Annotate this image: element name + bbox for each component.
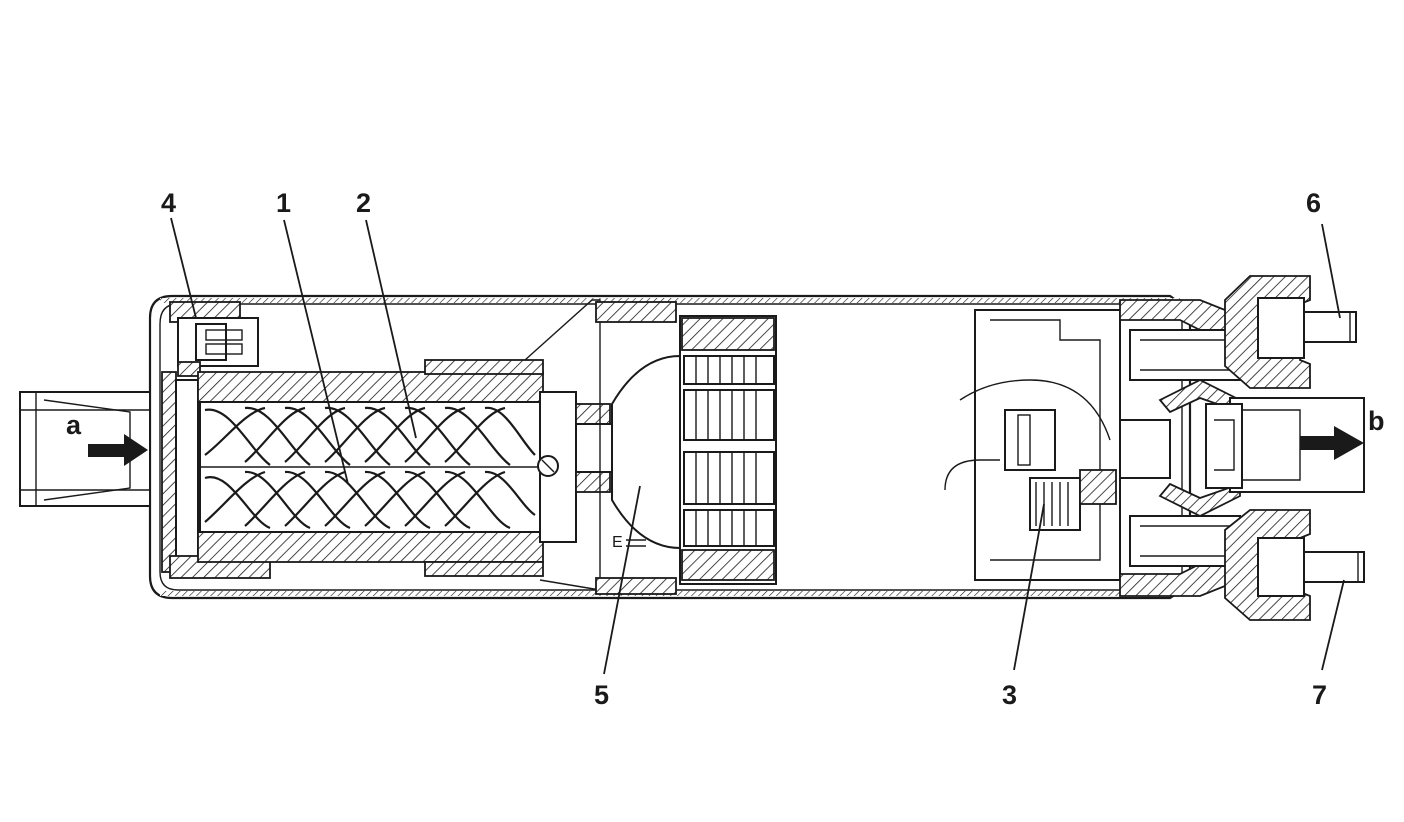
terminal-connector-top: [1224, 275, 1357, 389]
leader-1: [283, 219, 349, 485]
leader-3: [1013, 503, 1045, 671]
drive-spindle: [204, 470, 536, 530]
leader-lines: [170, 217, 1345, 675]
inlet-flow-label: a: [66, 410, 82, 440]
callout-2: 2: [356, 188, 371, 218]
callout-5: 5: [594, 680, 609, 710]
armature-windings: [683, 355, 775, 547]
callout-7: 7: [1312, 680, 1327, 710]
leader-4: [170, 217, 197, 319]
brush-holder-assembly: [944, 309, 1171, 581]
leader-5: [603, 485, 641, 675]
outlet-pipe: [1205, 397, 1365, 493]
shaft-coupling: [524, 299, 613, 591]
callout-6: 6: [1306, 188, 1321, 218]
electric-motor: E: [595, 301, 777, 595]
callout-4: 4: [161, 188, 176, 218]
leader-7: [1321, 579, 1345, 671]
driven-spindle: [204, 406, 536, 466]
outlet-flow-label: b: [1368, 406, 1385, 436]
motor-marking: E: [612, 534, 623, 551]
leader-6: [1321, 223, 1341, 319]
leader-2: [365, 219, 417, 439]
inlet-pipe: [19, 391, 151, 507]
inlet-end-cap: [161, 301, 271, 579]
terminal-connector-bottom: [1224, 509, 1365, 621]
callout-1: 1: [276, 188, 291, 218]
relief-valve: [177, 317, 259, 377]
outlet-flow-arrow: [1300, 426, 1364, 460]
callout-3: 3: [1002, 680, 1017, 710]
inlet-flow-arrow: [88, 434, 148, 466]
screw-pump: [197, 359, 544, 577]
